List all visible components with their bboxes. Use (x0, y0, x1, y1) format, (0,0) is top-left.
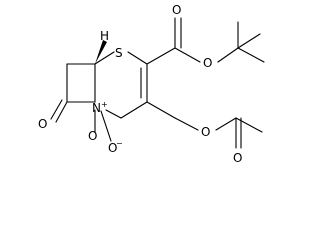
atom-n: N (92, 101, 101, 115)
atom-o-acetyl-carbonyl: O (233, 151, 242, 165)
atom-o-ester: O (203, 56, 212, 70)
bond-c6-s (94, 51, 115, 65)
atom-o-acetoxy: O (201, 125, 210, 139)
molecule-structure: H S N + O O O − O O O O (38, 3, 265, 165)
atom-o-noxide-right: O (108, 141, 117, 155)
charge-o-minus: − (116, 139, 123, 148)
atom-s: S (115, 46, 123, 60)
bond-cacyl-me (235, 117, 263, 133)
bond-c7-o-double-b (50, 99, 63, 120)
atom-h: H (100, 29, 109, 43)
bond-ctert-me2 (237, 47, 265, 63)
bond-c7-o-double-a (55, 101, 68, 123)
bond-ch2-o (174, 117, 199, 131)
wedge-bond-h (95, 40, 107, 64)
bond-c2-ccarb (146, 47, 176, 65)
bond-c3-c4 (120, 101, 148, 119)
bond-o-cacyl (215, 117, 237, 131)
bond-c3-ch2 (146, 101, 176, 119)
bond-ccarb-oester (174, 47, 201, 63)
charge-n-plus: + (101, 100, 108, 109)
bond-s-c2 (127, 51, 148, 65)
bond-c4-n (105, 109, 122, 119)
atom-o-noxide-left: O (88, 129, 97, 143)
bond-oester-ctert (217, 47, 239, 63)
bond-ctert-me3 (237, 33, 261, 49)
atom-o-ester-carbonyl: O (172, 3, 181, 17)
atom-o-lactam: O (38, 117, 47, 131)
bond-n-o-right (100, 110, 112, 142)
